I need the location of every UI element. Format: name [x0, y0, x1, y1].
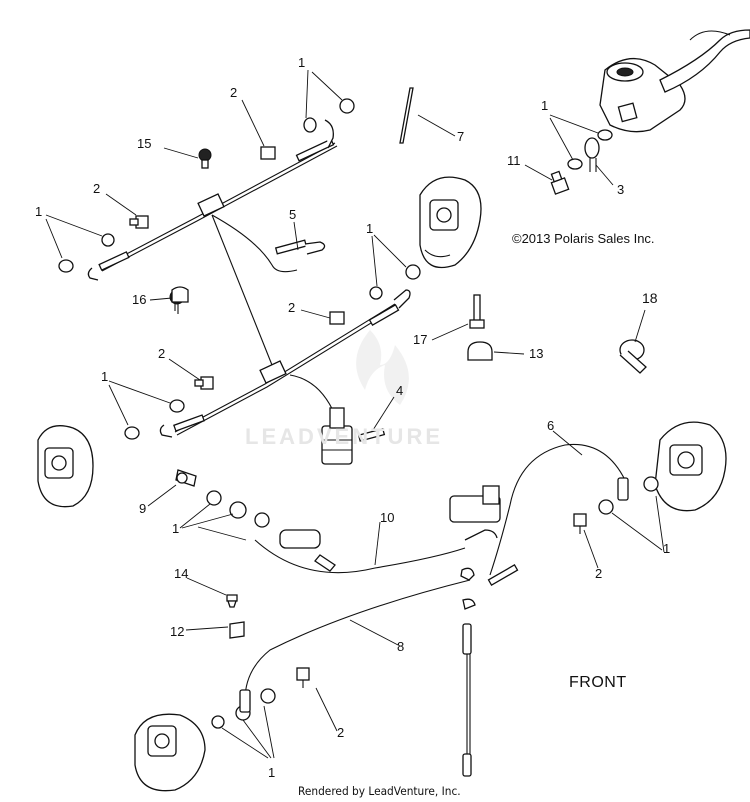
callout-16: 16: [132, 292, 147, 307]
hose-long: [462, 623, 472, 777]
washer-group-master: [550, 129, 613, 195]
callout-7: 7: [457, 129, 465, 144]
callout-2: 2: [230, 85, 238, 100]
callout-2: 2: [595, 566, 603, 581]
mid-brake-lines: [159, 289, 411, 442]
callout-5: 5: [289, 207, 297, 222]
bolt-lower-left: [296, 667, 310, 688]
clip-13: [467, 341, 493, 361]
callout-1: 1: [541, 98, 549, 113]
bolt-lower-right: [573, 513, 587, 534]
caliper-upper-middle: [419, 176, 482, 269]
master-cylinder: [599, 29, 750, 133]
callout-17: 17: [413, 332, 428, 347]
callout-3: 3: [617, 182, 625, 197]
brake-line-10: [254, 485, 501, 574]
front-direction-label: FRONT: [569, 674, 627, 691]
callout-2: 2: [288, 300, 296, 315]
callout-18: 18: [642, 290, 658, 306]
watermark-text: LEADVENTURE: [245, 424, 444, 449]
callout-1: 1: [366, 221, 374, 236]
callout-1: 1: [663, 541, 671, 556]
callout-8: 8: [397, 639, 405, 654]
clamp-18: [619, 339, 647, 374]
brake-line-6: [487, 443, 629, 586]
callout-6: 6: [547, 418, 555, 433]
callout-9: 9: [139, 501, 147, 516]
callout-1: 1: [268, 765, 276, 780]
callout-1: 1: [298, 55, 306, 70]
hose-fitting-17: [469, 294, 485, 329]
callout-1: 1: [35, 204, 43, 219]
rivet-14: [226, 594, 238, 608]
proportioning-valve: [321, 407, 353, 465]
callout-13: 13: [529, 346, 544, 361]
callout-4: 4: [396, 383, 404, 398]
callout-14: 14: [174, 566, 189, 581]
clip-12: [229, 621, 245, 639]
callout-11: 11: [507, 153, 521, 168]
upper-brake-lines: [87, 119, 338, 366]
rendered-by-credit: Rendered by LeadVenture, Inc.: [298, 784, 461, 798]
clip-16: [171, 286, 189, 314]
bleeder-9: [175, 469, 197, 487]
callout-2: 2: [93, 181, 101, 196]
callout-10: 10: [380, 510, 395, 525]
washer-group-upper: [58, 98, 421, 440]
brake-line-8: [239, 567, 476, 713]
callout-2: 2: [158, 346, 166, 361]
callout-1: 1: [172, 521, 180, 536]
caliper-bottom: [134, 713, 206, 792]
callout-15: 15: [137, 136, 152, 151]
pin-7: [399, 87, 414, 144]
callout-1: 1: [101, 369, 109, 384]
copyright-notice: ©2013 Polaris Sales Inc.: [512, 231, 655, 246]
leader-lines: [45, 69, 665, 759]
callout-12: 12: [170, 624, 185, 639]
caliper-left: [37, 425, 94, 508]
callout-2: 2: [337, 725, 345, 740]
watermark-logo: [356, 330, 409, 405]
caliper-right: [654, 421, 727, 512]
